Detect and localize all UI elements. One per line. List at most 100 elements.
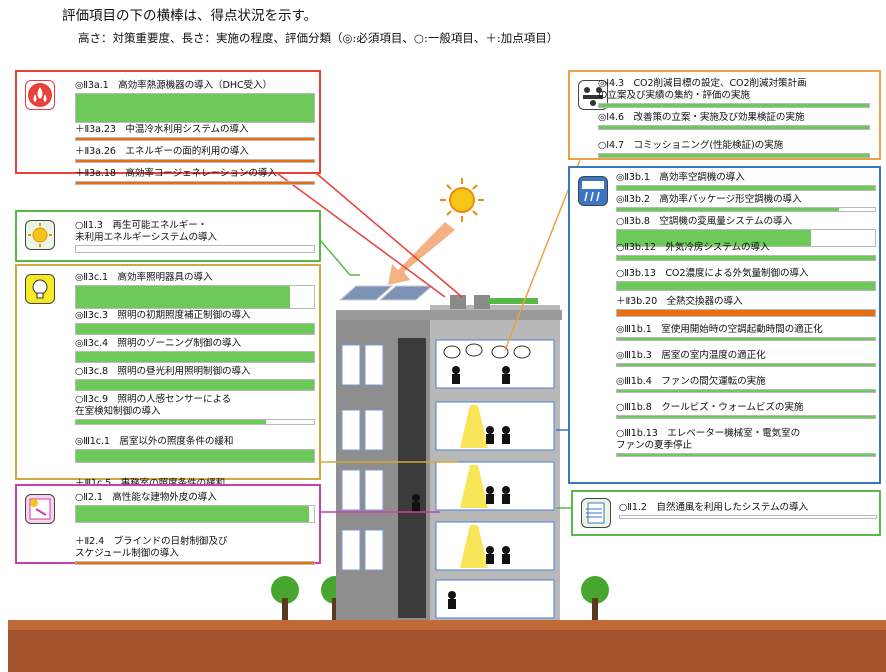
score-bar — [616, 207, 876, 212]
item-label: ＋Ⅲ1c.5 事務室の照度条件の緩和 — [75, 478, 315, 490]
score-bar — [616, 363, 876, 367]
score-bar — [75, 561, 315, 565]
item-label: ＋Ⅱ3a.26 エネルギーの面的利用の導入 — [75, 146, 249, 157]
item-label: ◎Ⅲ1b.4 ファンの間欠運転の実施 — [616, 376, 766, 387]
item-label: ＋Ⅱ3b.20 全熱交換器の導入 — [616, 296, 743, 307]
item-label: ◎Ⅱ3b.1 高効率空調機の導入 — [616, 172, 745, 183]
item-label: ◎Ⅲ1b.1 室使用開始時の空調起動時間の適正化 — [616, 324, 823, 335]
score-bar-fill — [599, 126, 869, 129]
score-item: ◎Ⅱ3c.4 照明のゾーニング制御の導入 — [75, 338, 315, 374]
score-bar-fill — [617, 310, 875, 316]
item-label: ○Ⅱ2.1 高性能な建物外皮の導入 — [75, 492, 217, 503]
score-item: ○Ⅲ1b.13 エレベーター機械室・電気室の ファンの夏季停止 — [616, 428, 876, 464]
item-label: ◎Ⅱ3a.1 高効率熱源機器の導入（DHC受入） — [75, 80, 273, 91]
score-bar — [616, 281, 876, 291]
score-bar — [75, 93, 315, 123]
score-item: ◎Ⅰ4.6 改善策の立案・実施及び効果検証の実施 — [598, 112, 870, 148]
score-bar-fill — [617, 186, 875, 190]
panel-hvac: ◎Ⅱ3b.1 高効率空調機の導入 ◎Ⅱ3b.2 高効率パッケージ形空調機の導入 ○Ⅱ… — [568, 166, 881, 484]
score-item: ◎Ⅲ1b.4 ファンの間欠運転の実施 — [616, 376, 876, 412]
score-bar — [598, 153, 870, 158]
item-label: ◎Ⅲ1b.3 居室の室内温度の適正化 — [616, 350, 766, 361]
score-bar-fill — [76, 450, 314, 462]
score-bar — [598, 125, 870, 130]
score-item: ＋Ⅱ3a.18 高効率コージェネレーションの導入 — [75, 168, 315, 204]
panel-renewable: ○Ⅱ1.3 再生可能エネルギー・ 未利用エネルギーシステムの導入 — [15, 210, 321, 262]
score-item: ◎Ⅲ1c.1 居室以外の照度条件の緩和 — [75, 436, 315, 472]
score-bar — [75, 351, 315, 363]
score-bar — [75, 449, 315, 463]
score-item: ○Ⅱ3c.8 照明の昼光利用照明制御の導入 — [75, 366, 315, 402]
score-bar-fill — [76, 94, 314, 122]
score-bar-fill — [617, 256, 875, 260]
score-bar-fill — [76, 324, 314, 334]
score-bar — [616, 185, 876, 191]
score-bar-fill — [76, 286, 291, 308]
item-label: ＋Ⅱ3a.18 高効率コージェネレーションの導入 — [75, 168, 277, 179]
score-item: ◎Ⅱ3b.2 高効率パッケージ形空調機の導入 — [616, 194, 876, 230]
flame-drops-icon — [25, 80, 55, 110]
panel-heat-source: ◎Ⅱ3a.1 高効率熱源機器の導入（DHC受入） ＋Ⅱ3a.23 中温冷水利用シス… — [15, 70, 321, 185]
score-item: ＋Ⅱ3b.20 全熱交換器の導入 — [616, 296, 876, 332]
item-label: ◎Ⅲ1c.1 居室以外の照度条件の緩和 — [75, 436, 234, 447]
sun-icon — [440, 178, 484, 222]
score-bar — [616, 389, 876, 393]
score-bar-fill — [617, 390, 875, 392]
item-label: ◎Ⅰ4.3 CO2削減目標の設定、CO2削減対策計画 の立案及び実績の集約・評価… — [598, 78, 807, 101]
item-label: ＋Ⅱ2.4 ブラインドの日射制御及び スケジュール制御の導入 — [75, 536, 228, 559]
item-label: ○Ⅱ3b.13 CO2濃度による外気量制御の導入 — [616, 268, 809, 279]
score-item: ＋Ⅱ3a.23 中温冷水利用システムの導入 — [75, 124, 315, 160]
item-label: ◎Ⅱ3c.3 照明の初期照度補正制御の導入 — [75, 310, 251, 321]
building — [336, 285, 562, 620]
score-bar-fill — [617, 208, 839, 211]
wind-window-icon — [581, 498, 611, 528]
panel-envelope: ○Ⅱ2.1 高性能な建物外皮の導入 ＋Ⅱ2.4 ブラインドの日射制御及び スケジュ… — [15, 484, 321, 565]
score-bar — [75, 181, 315, 185]
score-bar — [75, 137, 315, 141]
score-bar — [619, 515, 877, 519]
header-legend: 高さ：対策重要度、長さ：実施の程度、評価分類（◎:必須項目、○:一般項目、＋:加… — [78, 31, 559, 45]
score-bar-fill — [617, 416, 875, 418]
score-item: ◎Ⅲ1b.3 居室の室内温度の適正化 — [616, 350, 876, 386]
score-bar-fill — [599, 154, 869, 157]
score-item: ○Ⅱ3c.9 照明の人感センサーによる 在室検知制御の導入 — [75, 394, 315, 430]
item-label: ◎Ⅱ3c.1 高効率照明器具の導入 — [75, 272, 213, 283]
item-label: ○Ⅲ1b.8 クールビズ・ウォームビズの実施 — [616, 402, 804, 413]
item-label: ◎Ⅱ3c.4 照明のゾーニング制御の導入 — [75, 338, 241, 349]
panel-management: ◎Ⅰ4.3 CO2削減目標の設定、CO2削減対策計画 の立案及び実績の集約・評価… — [568, 70, 881, 160]
score-bar-fill — [76, 562, 314, 564]
score-bar-fill — [76, 160, 314, 162]
score-bar — [75, 245, 315, 253]
score-item: ○Ⅱ3b.13 CO2濃度による外気量制御の導入 — [616, 268, 876, 304]
item-label: ◎Ⅰ4.6 改善策の立案・実施及び効果検証の実施 — [598, 112, 805, 123]
item-label: ＋Ⅱ3a.23 中温冷水利用システムの導入 — [75, 124, 249, 135]
sun-icon — [25, 220, 55, 250]
score-bar — [616, 415, 876, 419]
score-bar-fill — [76, 380, 314, 390]
score-bar — [616, 337, 876, 341]
score-bar — [616, 309, 876, 317]
score-bar-fill — [76, 506, 310, 522]
score-item: ◎Ⅲ1b.1 室使用開始時の空調起動時間の適正化 — [616, 324, 876, 360]
score-item: ＋Ⅱ3a.26 エネルギーの面的利用の導入 — [75, 146, 315, 182]
sunlight-arrow — [388, 222, 455, 285]
panel-lighting: ◎Ⅱ3c.1 高効率照明器具の導入 ◎Ⅱ3c.3 照明の初期照度補正制御の導入 ◎Ⅱ… — [15, 264, 321, 496]
item-label: ○Ⅰ4.7 コミッショニング(性能検証)の実施 — [598, 140, 784, 151]
item-label: ○Ⅱ3c.8 照明の昼光利用照明制御の導入 — [75, 366, 251, 377]
score-bar — [616, 255, 876, 261]
air-conditioner-icon — [578, 176, 608, 206]
score-item: ＋Ⅱ2.4 ブラインドの日射制御及び スケジュール制御の導入 — [75, 536, 315, 572]
score-bar — [75, 379, 315, 391]
score-bar-fill — [76, 420, 267, 424]
item-label: ○Ⅱ3c.9 照明の人感センサーによる 在室検知制御の導入 — [75, 394, 232, 417]
score-item: ○Ⅱ1.3 再生可能エネルギー・ 未利用エネルギーシステムの導入 — [75, 220, 315, 256]
score-item: ◎Ⅱ3b.1 高効率空調機の導入 — [616, 172, 876, 208]
score-bar — [75, 285, 315, 309]
score-item: ◎Ⅱ3c.3 照明の初期照度補正制御の導入 — [75, 310, 315, 346]
score-item: ○Ⅱ3b.12 外気冷房システムの導入 — [616, 242, 876, 278]
score-bar-fill — [76, 352, 314, 362]
score-bar-fill — [617, 454, 875, 456]
score-bar — [616, 453, 876, 457]
score-bar — [75, 323, 315, 335]
